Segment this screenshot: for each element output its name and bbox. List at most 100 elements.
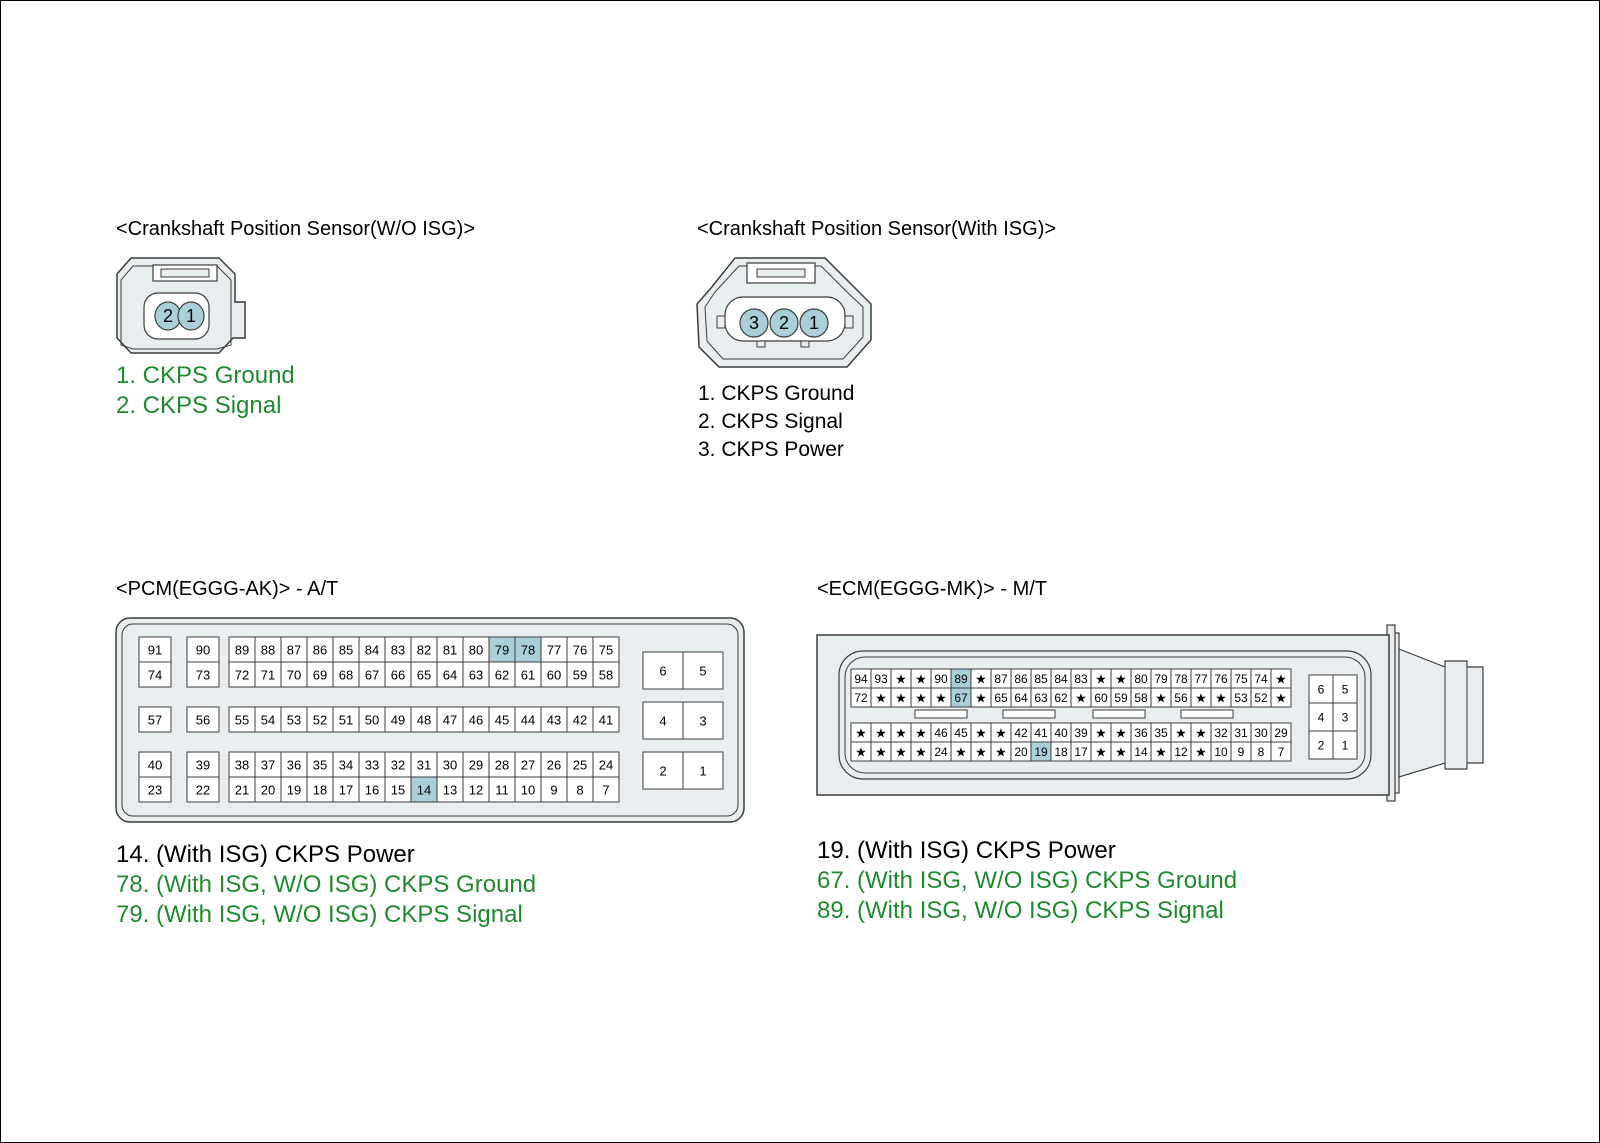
empty-pin-marker: ★ bbox=[855, 726, 867, 741]
sensor-pin bbox=[739, 308, 769, 338]
pin-label: 63 bbox=[1034, 691, 1048, 705]
pin-label: 64 bbox=[443, 668, 457, 683]
pin-label: 18 bbox=[1054, 745, 1068, 759]
pin-label: 24 bbox=[599, 758, 613, 773]
empty-pin-marker: ★ bbox=[1095, 672, 1107, 687]
pin-cell bbox=[358, 751, 386, 778]
pin-cell bbox=[138, 636, 172, 663]
pin-label: 52 bbox=[313, 713, 327, 728]
pin-label: 68 bbox=[339, 668, 353, 683]
pin-label: 65 bbox=[417, 668, 431, 683]
empty-pin-marker: ★ bbox=[1215, 691, 1227, 706]
pin-label: 56 bbox=[196, 713, 210, 728]
pin-label: 83 bbox=[391, 643, 405, 658]
pin-label: 15 bbox=[391, 783, 405, 798]
empty-pin-marker: ★ bbox=[1175, 726, 1187, 741]
pin-cell bbox=[462, 636, 490, 663]
pin-cell bbox=[540, 776, 568, 803]
empty-pin-marker: ★ bbox=[1155, 745, 1167, 760]
connector-housing bbox=[120, 265, 232, 350]
pin-label: 35 bbox=[313, 758, 327, 773]
pin-label: 69 bbox=[313, 668, 327, 683]
pin-label: 19 bbox=[287, 783, 301, 798]
pin-label: 60 bbox=[547, 668, 561, 683]
pin-label: 89 bbox=[235, 643, 249, 658]
pin-cell bbox=[410, 751, 438, 778]
pin-label: 63 bbox=[469, 668, 483, 683]
ecm-key bbox=[914, 709, 968, 719]
pin-label: 42 bbox=[1014, 726, 1028, 740]
pin-label: 90 bbox=[934, 672, 948, 686]
pin-label: 85 bbox=[339, 643, 353, 658]
pin-label: 13 bbox=[443, 783, 457, 798]
pin-label: 87 bbox=[287, 643, 301, 658]
pin-label: 8 bbox=[576, 783, 583, 798]
ecm-key bbox=[1002, 709, 1056, 719]
pin-label: 12 bbox=[469, 783, 483, 798]
pin-label: 50 bbox=[365, 713, 379, 728]
pin-label: 83 bbox=[1074, 672, 1088, 686]
pin-label: 47 bbox=[443, 713, 457, 728]
ecm-title: <ECM(EGGG-MK)> - M/T bbox=[817, 578, 1047, 600]
pin-cell bbox=[566, 661, 594, 688]
empty-pin-marker: ★ bbox=[915, 726, 927, 741]
pin-label: 82 bbox=[417, 643, 431, 658]
pin-label: 64 bbox=[1014, 691, 1028, 705]
pin-label: 9 bbox=[550, 783, 557, 798]
pin-label: 41 bbox=[599, 713, 613, 728]
empty-pin-marker: ★ bbox=[1115, 745, 1127, 760]
pin-label: 88 bbox=[261, 643, 275, 658]
pin-label: 21 bbox=[235, 783, 249, 798]
pin-label: 9 bbox=[1238, 745, 1245, 759]
pin-label: 10 bbox=[521, 783, 535, 798]
pin-cell bbox=[358, 706, 386, 733]
pin-label: 37 bbox=[261, 758, 275, 773]
pin-label: 67 bbox=[365, 668, 379, 683]
pin-label: 72 bbox=[235, 668, 249, 683]
pin-label: 76 bbox=[1214, 672, 1228, 686]
pin-legend-item: 67. (With ISG, W/O ISG) CKPS Ground bbox=[817, 867, 1238, 894]
pin-legend-item: 89. (With ISG, W/O ISG) CKPS Signal bbox=[817, 897, 1224, 924]
legend-item: 2. CKPS Signal bbox=[116, 392, 282, 419]
pin-label: 93 bbox=[874, 672, 888, 686]
pin-label: 75 bbox=[1234, 672, 1248, 686]
pin-label: 17 bbox=[1074, 745, 1088, 759]
pin-cell bbox=[228, 706, 256, 733]
connector-key bbox=[716, 315, 726, 329]
pin-label: 44 bbox=[521, 713, 535, 728]
pin-label: 80 bbox=[1134, 672, 1148, 686]
pin-cell bbox=[436, 751, 464, 778]
empty-pin-marker: ★ bbox=[1115, 726, 1127, 741]
pin-cell bbox=[540, 706, 568, 733]
pin-label: 14 bbox=[1134, 745, 1148, 759]
pin-cell bbox=[1308, 730, 1334, 760]
pin-label: 57 bbox=[148, 713, 162, 728]
pin-cell bbox=[254, 636, 282, 663]
pin-cell bbox=[566, 776, 594, 803]
pin-legend-item: 78. (With ISG, W/O ISG) CKPS Ground bbox=[116, 871, 537, 898]
pin-label: 1 bbox=[699, 764, 706, 779]
legend-item: 2. CKPS Signal bbox=[698, 410, 843, 433]
empty-pin-marker: ★ bbox=[895, 726, 907, 741]
pin-label: 78 bbox=[1174, 672, 1188, 686]
sensor-pin bbox=[799, 308, 829, 338]
pin-label: 49 bbox=[391, 713, 405, 728]
empty-pin-marker: ★ bbox=[995, 726, 1007, 741]
ecm-housing bbox=[844, 656, 1366, 774]
pin-cell bbox=[462, 776, 490, 803]
pin-cell bbox=[186, 661, 220, 688]
pin-cell bbox=[514, 661, 542, 688]
pin-label: 39 bbox=[196, 758, 210, 773]
sensor-pin bbox=[769, 308, 799, 338]
pin-label: 58 bbox=[599, 668, 613, 683]
pin-label: 75 bbox=[599, 643, 613, 658]
pin-cell bbox=[436, 636, 464, 663]
empty-pin-marker: ★ bbox=[1095, 726, 1107, 741]
connector-key bbox=[756, 340, 766, 348]
